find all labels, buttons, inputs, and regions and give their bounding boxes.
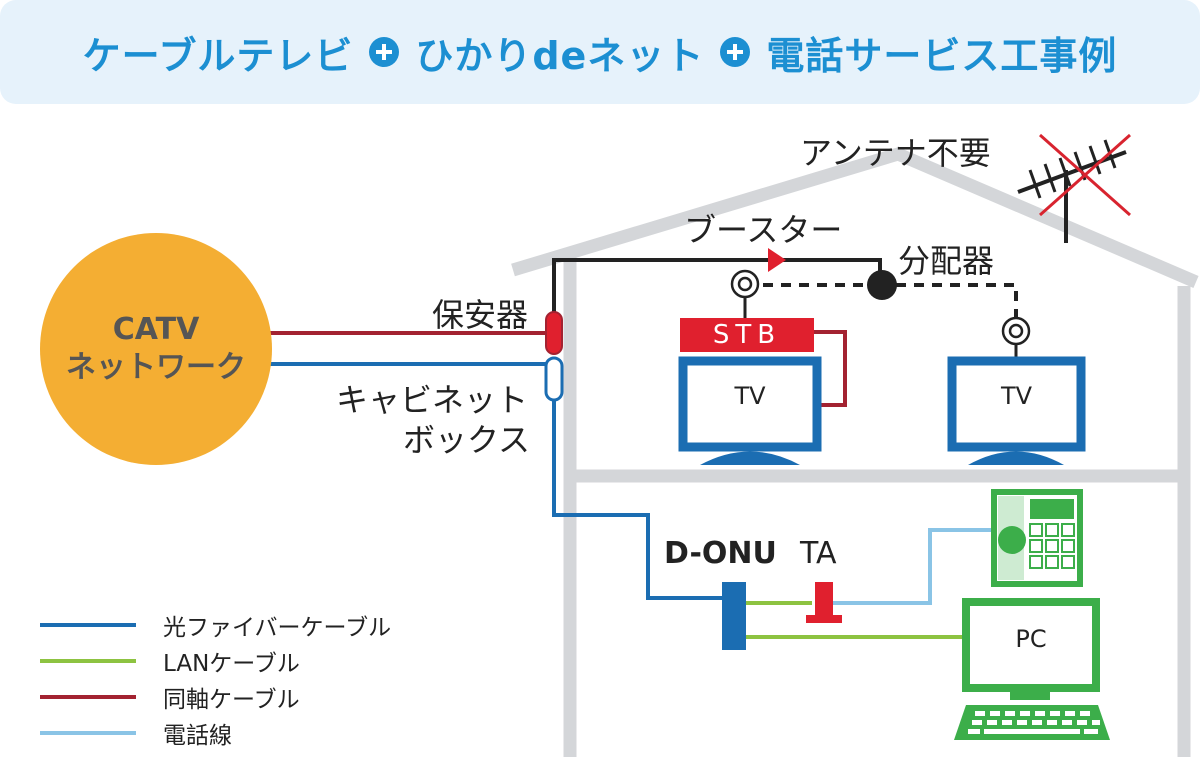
- coax-cable-indoor: [552, 258, 882, 313]
- ta-device: [806, 582, 842, 623]
- legend-lan-swatch: [40, 659, 136, 663]
- legend-fiber-label: 光ファイバーケーブル: [163, 615, 392, 641]
- cabinet-box-icon: [544, 356, 564, 402]
- booster-arrow-icon: [768, 248, 786, 272]
- title-part-hikari: ひかりdeネット: [415, 33, 705, 78]
- protector-label: 保安器: [432, 296, 529, 334]
- telephone-icon: [991, 489, 1083, 587]
- tv-icon: [947, 356, 1086, 465]
- tv-icon: [678, 356, 822, 465]
- tv-outlet-icon: [1001, 316, 1031, 360]
- plus-icon: [369, 37, 400, 67]
- legend-lan-label: LANケーブル: [163, 651, 300, 677]
- catv-network-label: ネットワーク: [66, 350, 246, 385]
- catv-network-node: CATV ネットワーク: [40, 233, 272, 465]
- plus-icon: [720, 37, 751, 67]
- tv-outlet-icon: [730, 269, 760, 318]
- legend-phone-label: 電話線: [163, 723, 232, 749]
- title-part-phone: 電話サービス工事例: [766, 33, 1118, 78]
- stb-label: STB: [712, 320, 782, 350]
- catv-label: CATV: [112, 312, 200, 347]
- title-banner: [0, 0, 1200, 104]
- title-row: ケーブルテレビ ひかりdeネット 電話サービス工事例: [0, 0, 1200, 104]
- cabinet-box-label: ボックス: [403, 421, 531, 459]
- donu-device: [722, 582, 746, 650]
- phone-line: [833, 528, 998, 605]
- antenna-label: アンテナ不要: [800, 134, 991, 172]
- coax-stb-tv: [814, 330, 847, 407]
- dashed-coax-right: [896, 283, 1018, 318]
- tv2-label: TV: [1000, 382, 1033, 410]
- booster-label: ブースター: [684, 211, 843, 249]
- protector-icon: [545, 311, 563, 355]
- legend-fiber-swatch: [40, 623, 136, 627]
- house-outline: [511, 147, 1199, 757]
- title-part-cable-tv: ケーブルテレビ: [82, 33, 354, 78]
- cross-mark-icon: [1039, 133, 1131, 217]
- pc-icon: [954, 598, 1110, 740]
- splitter-label: 分配器: [898, 242, 995, 280]
- legend-phone-swatch: [40, 731, 136, 735]
- splitter-icon: [867, 270, 897, 300]
- tv1-label: TV: [734, 382, 766, 410]
- stb-box: [680, 318, 814, 352]
- legend-coax-swatch: [40, 695, 136, 699]
- pc-label: PC: [1015, 625, 1047, 653]
- cabinet-label: キャビネット: [336, 381, 529, 419]
- fiber-cable-indoor: [552, 400, 722, 600]
- legend-coax-label: 同軸ケーブル: [163, 687, 300, 713]
- antenna-icon: [1017, 139, 1127, 243]
- donu-label: D-ONU: [664, 536, 777, 571]
- ta-label: TA: [800, 536, 837, 571]
